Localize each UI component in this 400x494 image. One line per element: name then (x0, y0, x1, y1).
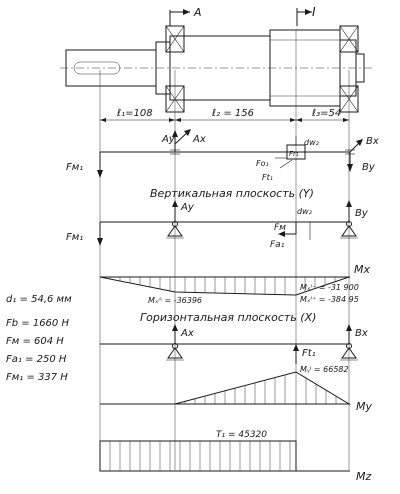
my-label: My (356, 400, 372, 413)
force-ay-vertical: Ay (180, 202, 195, 213)
force-bx-horizontal: Bx (355, 328, 368, 339)
my-polygon (174, 371, 351, 405)
force-by-vertical: By (355, 208, 369, 219)
given-fm1: Fм₁ = 337 Н (6, 372, 68, 383)
section-a-label: A (193, 6, 202, 19)
force-ay-spatial: Ay (161, 134, 176, 145)
given-values: d₁ = 54,6 мм Fb = 1660 Н Fм = 604 Н Fa₁ … (6, 294, 72, 383)
section-i-label: I (312, 5, 316, 19)
force-by-spatial: By (362, 162, 376, 173)
force-fm1-spatial: Fм₁ (66, 162, 83, 173)
section-i-arrowhead (305, 9, 312, 15)
force-fr-label: Fr₁ (289, 150, 299, 158)
mx-left-value: Mₓᴬ = -36396 (148, 296, 202, 305)
torque-value: T₁ = 45320 (216, 430, 267, 440)
given-fa: Fa₁ = 250 Н (6, 354, 67, 365)
horizontal-plane-title: Горизонтальная плоскость (X) (140, 311, 316, 324)
my-hatching (184, 375, 337, 404)
mx-diagram: Mx Mₓᴬ = -36396 Mₓᴵ⁻ = -31 900 Mₓᴵ⁺ = -3… (99, 263, 370, 305)
span-dimensions: ℓ₁=108 ℓ₂ = 156 ℓ₃=54 (100, 108, 349, 122)
mz-diagram: T₁ = 45320 Mz (99, 430, 371, 483)
mx-label: Mx (354, 263, 370, 276)
force-fa-vertical: Fa₁ (270, 240, 285, 250)
section-a-arrowhead (183, 9, 190, 15)
given-fb: Fb = 1660 Н (6, 318, 69, 329)
span-l1: ℓ₁=108 (117, 108, 153, 119)
force-ft-spatial: Ft₁ (262, 173, 273, 182)
span-l2: ℓ₂ = 156 (212, 108, 254, 119)
my-value: Mᵧᴵ = 66582 (300, 365, 349, 374)
vertical-plane: Вертикальная плоскость (Y) Fм₁ Ay dw₂ Fм… (66, 187, 369, 250)
force-bx-spatial: Bx (366, 136, 379, 147)
mx-hatching (109, 277, 336, 295)
given-d1: d₁ = 54,6 мм (6, 294, 72, 305)
my-diagram: Mᵧᴵ = 66582 My (100, 365, 372, 413)
mx-right-value-2: Mₓᴵ⁺ = -384 95 (300, 295, 359, 304)
mz-rectangle (99, 440, 297, 472)
force-dw-vertical: dw₂ (297, 207, 313, 216)
mx-right-value-1: Mₓᴵ⁻ = -31 900 (300, 283, 359, 292)
force-fm1-vertical: Fм₁ (66, 232, 83, 243)
force-fm-vertical: Fм (274, 223, 286, 233)
vertical-plane-title: Вертикальная плоскость (Y) (150, 187, 314, 200)
span-l3: ℓ₃=54 (312, 108, 341, 119)
force-fo-label: Fo₁ (256, 159, 269, 168)
spatial-load-scheme: Fм₁ Ay Ax Fr₁ dw₂ Fo₁ Ft₁ Bx By (66, 129, 379, 182)
horizontal-plane: Горизонтальная плоскость (X) Ax Ft₁ Bx (100, 311, 368, 364)
given-fm: Fм = 604 Н (6, 336, 64, 347)
mz-hatching (109, 441, 291, 471)
force-ax-horizontal: Ax (180, 328, 194, 339)
force-ft-horizontal: Ft₁ (302, 348, 316, 359)
mz-label: Mz (356, 470, 371, 483)
shaft-drawing: A I (60, 5, 372, 470)
force-ax-spatial: Ax (192, 134, 206, 145)
force-dw-spatial: dw₂ (304, 138, 320, 147)
